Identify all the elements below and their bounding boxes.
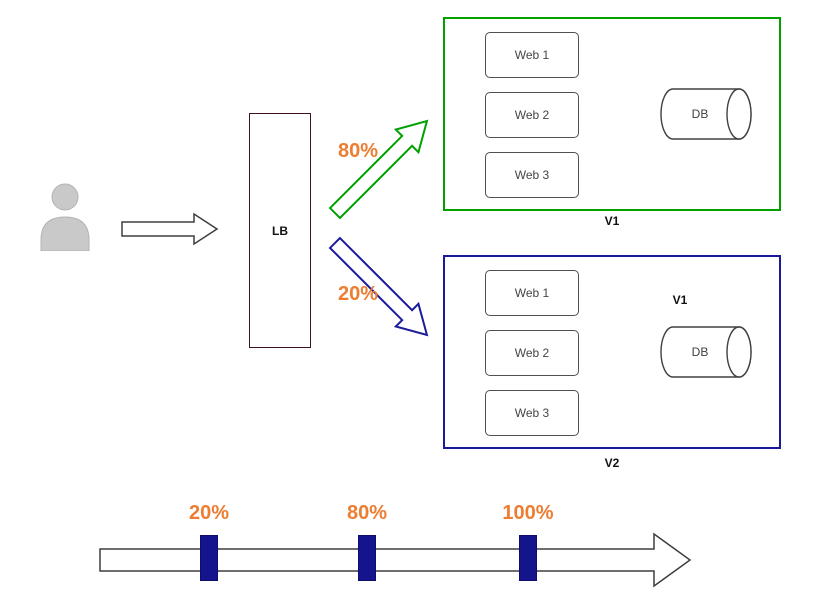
- user-to-lb-arrow: [121, 212, 219, 246]
- env-v2-box: Web 1 Web 2 Web 3 V1 DB: [443, 255, 781, 449]
- web-server-box: Web 2: [485, 330, 579, 376]
- load-balancer-box: LB: [249, 113, 311, 348]
- flow-arrow-to-v2: [328, 236, 429, 337]
- user-icon: [40, 183, 90, 251]
- env-v2-db-version-label: V1: [672, 293, 688, 307]
- env-v2-caption: V2: [604, 456, 620, 470]
- timeline-arrow: [99, 532, 692, 588]
- database-cylinder: DB: [660, 326, 752, 378]
- web-server-box: Web 3: [485, 390, 579, 436]
- timeline-label-100: 100%: [502, 502, 554, 524]
- flow-v1-percent-label: 80%: [337, 140, 379, 162]
- timeline-marker-100: [519, 535, 537, 581]
- db-label: DB: [692, 345, 709, 359]
- web-server-box: Web 1: [485, 270, 579, 316]
- load-balancer-label: LB: [272, 223, 288, 238]
- web-server-box: Web 3: [485, 152, 579, 198]
- web-server-box: Web 2: [485, 92, 579, 138]
- env-v1-box: Web 1 Web 2 Web 3 DB: [443, 17, 781, 211]
- timeline-label-80: 80%: [346, 502, 388, 524]
- flow-arrow-to-v1: [328, 119, 429, 220]
- flow-v2-percent-label: 20%: [337, 283, 379, 305]
- database-cylinder: DB: [660, 88, 752, 140]
- db-label: DB: [692, 107, 709, 121]
- timeline-label-20: 20%: [188, 502, 230, 524]
- timeline-marker-20: [200, 535, 218, 581]
- web-server-box: Web 1: [485, 32, 579, 78]
- timeline-marker-80: [358, 535, 376, 581]
- env-v1-caption: V1: [604, 214, 620, 228]
